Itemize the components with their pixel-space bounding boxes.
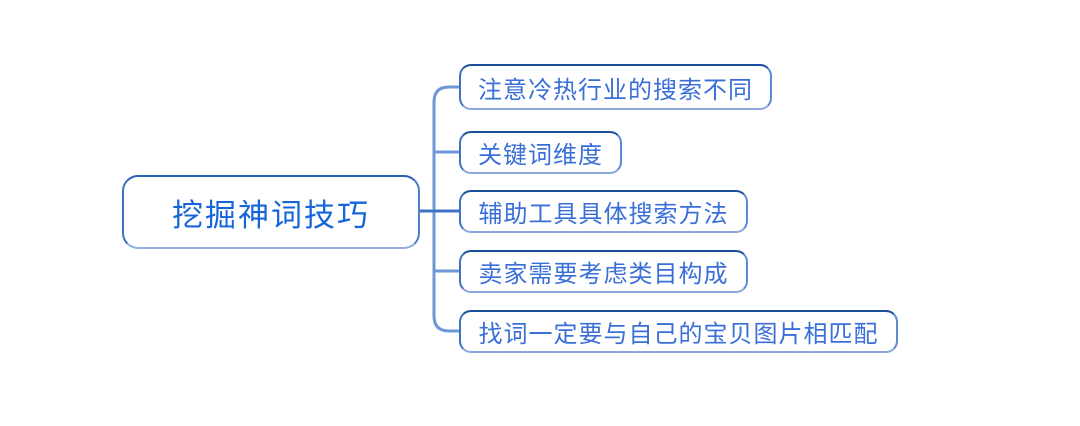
mindmap-child-node-5[interactable]: 找词一定要与自己的宝贝图片相匹配 [459, 310, 898, 353]
child-node-3-label: 辅助工具具体搜索方法 [478, 201, 729, 228]
child-node-2-label: 关键词维度 [478, 142, 603, 169]
child-node-4-label: 卖家需要考虑类目构成 [478, 261, 729, 288]
mindmap-child-node-1[interactable]: 注意冷热行业的搜索不同 [459, 64, 772, 110]
connector-branch-1 [432, 85, 461, 104]
child-node-5-label: 找词一定要与自己的宝贝图片相匹配 [478, 321, 879, 348]
mindmap-child-node-3[interactable]: 辅助工具具体搜索方法 [459, 190, 748, 233]
mindmap-child-node-2[interactable]: 关键词维度 [459, 131, 622, 174]
child-node-1-label: 注意冷热行业的搜索不同 [478, 76, 753, 104]
root-node-label: 挖掘神词技巧 [172, 197, 370, 233]
mindmap-child-node-4[interactable]: 卖家需要考虑类目构成 [459, 250, 748, 293]
mindmap-root-node[interactable]: 挖掘神词技巧 [122, 175, 420, 249]
connector-branch-5 [432, 314, 461, 333]
